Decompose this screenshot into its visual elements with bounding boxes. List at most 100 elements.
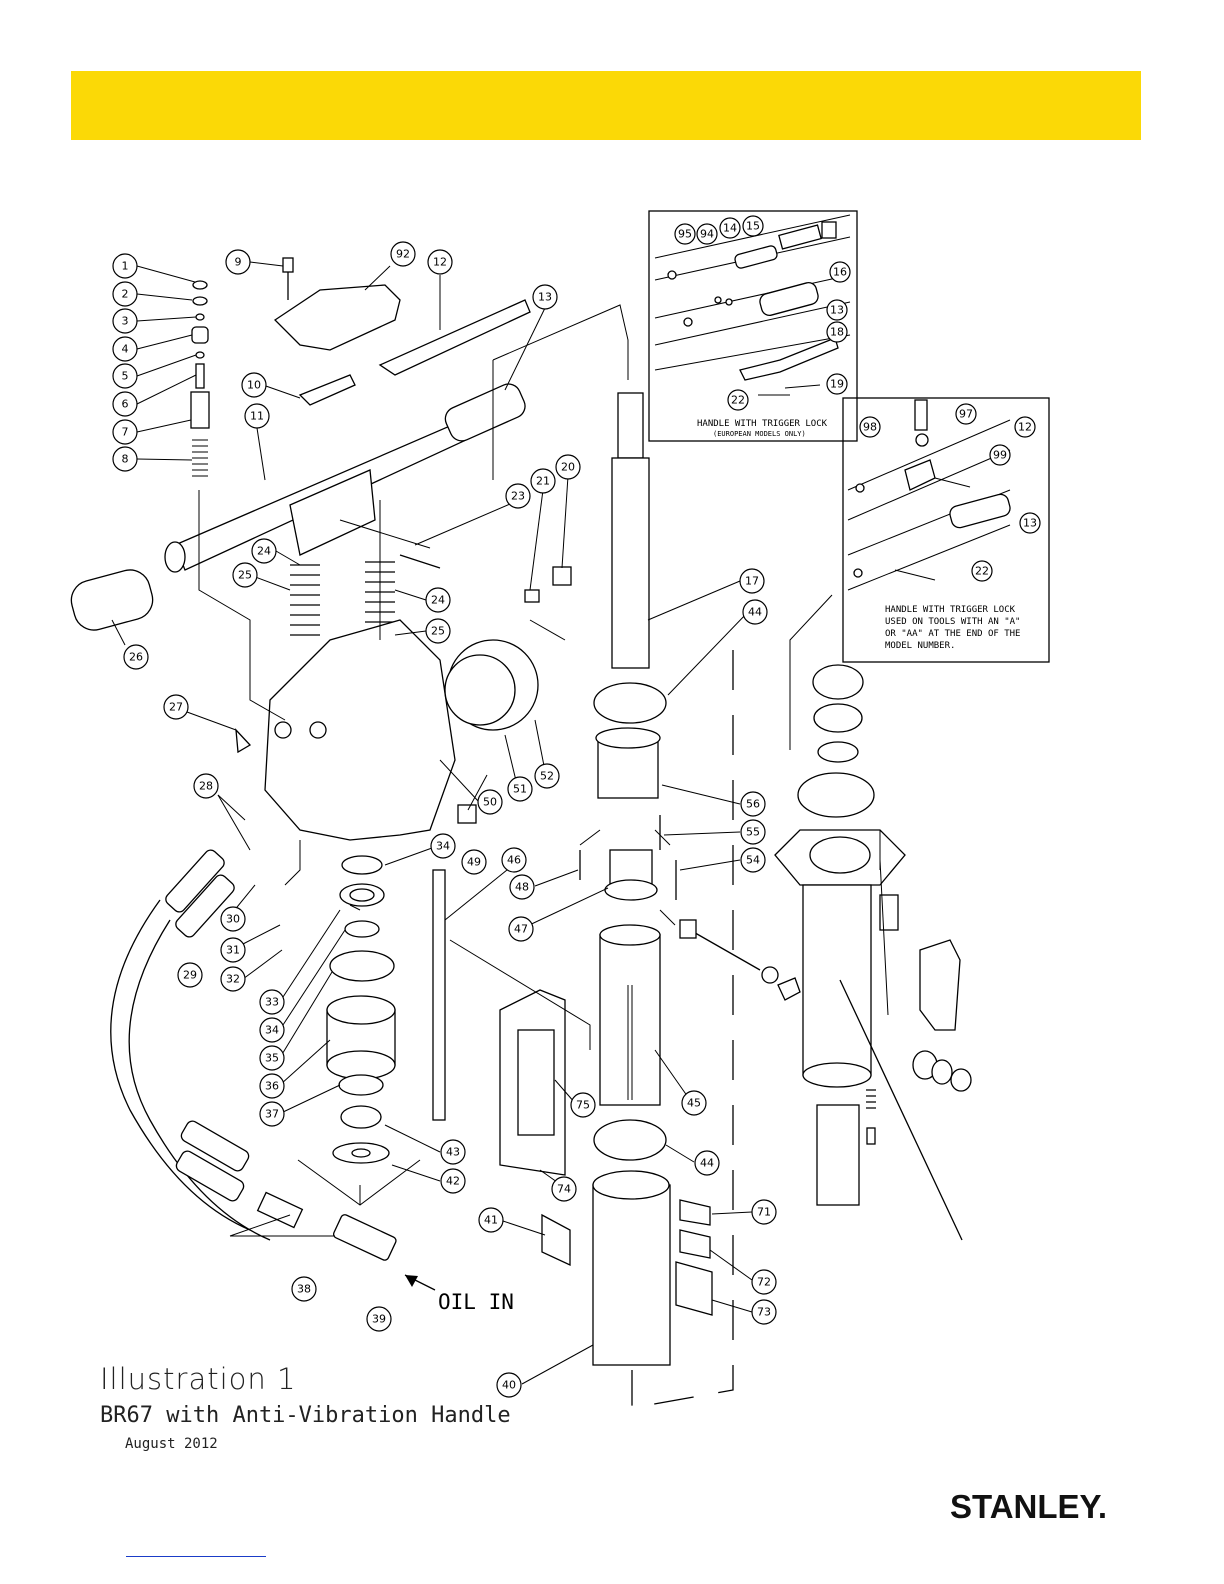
svg-text:3: 3 — [122, 315, 129, 328]
inset2-callout-22: 22 — [971, 560, 993, 582]
svg-text:17: 17 — [745, 575, 759, 588]
callout-8: 8 — [112, 446, 138, 472]
svg-text:2: 2 — [122, 288, 129, 301]
callout-40: 40 — [496, 1372, 522, 1398]
callout-17: 17 — [739, 568, 765, 594]
svg-text:28: 28 — [199, 780, 213, 793]
svg-text:30: 30 — [226, 913, 240, 926]
svg-text:8: 8 — [122, 453, 129, 466]
inset1-callout-22: 22 — [727, 389, 749, 411]
callout-72: 72 — [751, 1269, 777, 1295]
svg-text:47: 47 — [514, 923, 528, 936]
svg-text:71: 71 — [757, 1206, 771, 1219]
svg-text:14: 14 — [723, 222, 737, 235]
svg-text:44: 44 — [700, 1157, 714, 1170]
callout-34-lower: 34 — [259, 1017, 285, 1043]
callout-47: 47 — [508, 916, 534, 942]
svg-text:19: 19 — [830, 378, 844, 391]
stanley-logo: STANLEY. — [950, 1488, 1108, 1525]
callout-26: 26 — [123, 644, 149, 670]
svg-text:54: 54 — [746, 854, 760, 867]
svg-text:6: 6 — [122, 398, 129, 411]
svg-text:43: 43 — [446, 1146, 460, 1159]
svg-text:5: 5 — [122, 370, 129, 383]
svg-text:9: 9 — [235, 256, 242, 269]
inset-box-european — [648, 210, 858, 442]
callout-50: 50 — [477, 789, 503, 815]
callout-21: 21 — [530, 468, 556, 494]
callout-24-right: 24 — [425, 587, 451, 613]
inset2-caption-line1: HANDLE WITH TRIGGER LOCK — [885, 605, 1016, 615]
inset2-callout-99: 99 — [989, 444, 1011, 466]
svg-text:72: 72 — [757, 1276, 771, 1289]
callout-13: 13 — [532, 284, 558, 310]
callout-75: 75 — [570, 1092, 596, 1118]
callout-73: 73 — [751, 1299, 777, 1325]
svg-text:24: 24 — [431, 594, 445, 607]
svg-text:45: 45 — [687, 1097, 701, 1110]
svg-text:31: 31 — [226, 944, 240, 957]
callout-4: 4 — [112, 336, 138, 362]
callout-49: 49 — [461, 849, 487, 875]
callout-31: 31 — [220, 937, 246, 963]
callout-71: 71 — [751, 1199, 777, 1225]
inset2-caption-line3: OR "AA" AT THE END OF THE — [885, 629, 1020, 639]
callout-28: 28 — [193, 773, 219, 799]
inset2-drawing — [847, 399, 1011, 591]
callout-35: 35 — [259, 1045, 285, 1071]
callout-54: 54 — [740, 847, 766, 873]
inset2-callout-98: 98 — [859, 416, 881, 438]
inset2-callout-97: 97 — [955, 403, 977, 425]
svg-text:4: 4 — [122, 343, 129, 356]
svg-text:18: 18 — [830, 326, 844, 339]
svg-text:26: 26 — [129, 651, 143, 664]
svg-text:73: 73 — [757, 1306, 771, 1319]
svg-text:25: 25 — [431, 625, 445, 638]
svg-text:44: 44 — [748, 606, 762, 619]
callout-44-top: 44 — [742, 599, 768, 625]
callout-34-upper: 34 — [430, 833, 456, 859]
callout-9: 9 — [225, 249, 251, 275]
bottom-link-underline[interactable] — [126, 1556, 266, 1557]
callout-48: 48 — [509, 874, 535, 900]
inset2-callout-13: 13 — [1019, 512, 1041, 534]
callout-6: 6 — [112, 391, 138, 417]
svg-text:36: 36 — [265, 1080, 279, 1093]
svg-text:50: 50 — [483, 796, 497, 809]
illustration-date: August 2012 — [125, 1436, 218, 1452]
callout-11: 11 — [244, 403, 270, 429]
svg-text:12: 12 — [433, 256, 447, 269]
svg-text:74: 74 — [557, 1183, 571, 1196]
svg-text:99: 99 — [993, 449, 1007, 462]
callout-3: 3 — [112, 308, 138, 334]
inset-box-trigger-lock — [842, 397, 1050, 663]
inset1-subcaption: (EUROPEAN MODELS ONLY) — [713, 430, 806, 438]
svg-text:7: 7 — [122, 426, 129, 439]
svg-text:25: 25 — [238, 569, 252, 582]
svg-text:27: 27 — [169, 701, 183, 714]
svg-text:94: 94 — [700, 228, 714, 241]
svg-text:75: 75 — [576, 1099, 590, 1112]
svg-text:32: 32 — [226, 973, 240, 986]
callout-1: 1 — [112, 253, 138, 279]
callout-33: 33 — [259, 989, 285, 1015]
svg-text:22: 22 — [731, 394, 745, 407]
svg-text:39: 39 — [372, 1313, 386, 1326]
svg-text:15: 15 — [746, 220, 760, 233]
handle-assembly — [70, 257, 531, 754]
callout-44-bottom: 44 — [694, 1150, 720, 1176]
callout-10: 10 — [241, 372, 267, 398]
inset1-callout-95: 95 — [674, 223, 696, 245]
callout-25-right: 25 — [425, 618, 451, 644]
svg-text:33: 33 — [265, 996, 279, 1009]
svg-text:13: 13 — [830, 304, 844, 317]
callout-52: 52 — [534, 763, 560, 789]
illustration-subtitle: BR67 with Anti-Vibration Handle — [100, 1403, 511, 1428]
callout-51: 51 — [507, 776, 533, 802]
callout-37: 37 — [259, 1101, 285, 1127]
svg-text:51: 51 — [513, 783, 527, 796]
svg-text:21: 21 — [536, 475, 550, 488]
callout-43: 43 — [440, 1139, 466, 1165]
inset2-caption-line2: USED ON TOOLS WITH AN "A" — [885, 617, 1020, 627]
